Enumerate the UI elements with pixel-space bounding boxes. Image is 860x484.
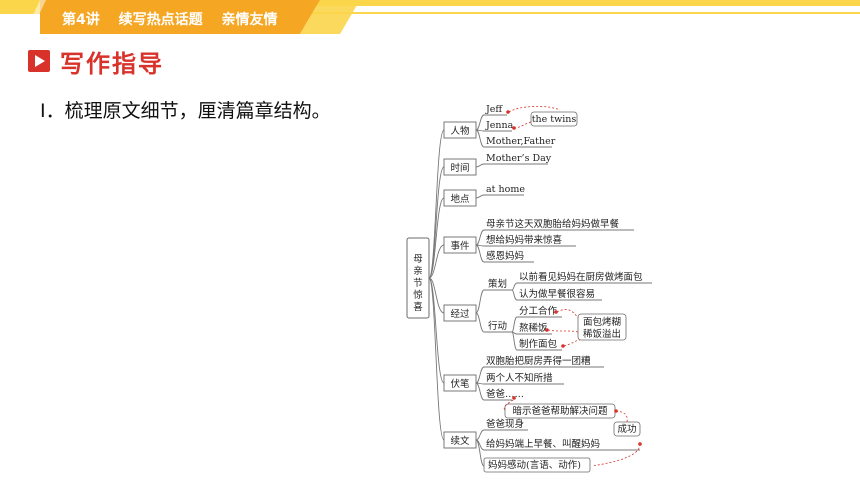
event-item: 想给妈妈带来惊喜 [486,234,563,246]
category-people: 人物 [443,121,477,139]
category-continuation: 续文 [443,431,477,449]
root-label-2: 亲 [413,265,423,277]
instruction-text: Ⅰ．梳理原文细节，厘清篇章结构。 [40,100,331,122]
continuation-label: 续文 [450,435,470,447]
root-node: 母 亲 节 惊 喜 [406,237,430,319]
continuation-item: 妈妈感动(言语、动作) [488,459,581,471]
root-label-5: 喜 [413,301,423,313]
play-icon [28,50,50,72]
branch-lines [475,114,652,467]
foreshadow-item: 爸爸…… [486,388,524,400]
process-label: 经过 [450,308,470,320]
action-item: 制作面包 [519,338,558,350]
people-label: 人物 [450,125,470,137]
foreshadow-item: 双胞胎把厨房弄得一团糟 [486,355,591,367]
header-bar: 第4讲 续写热点话题 亲情友情 [0,0,860,36]
action-note-line1: 面包烤糊 [583,316,621,328]
action-note: 面包烤糊 稀饭溢出 [545,309,627,348]
plan-item: 以前看见妈妈在厨房做烤面包 [519,271,643,283]
people-items: Jeff Jenna Mother,Father [485,104,556,147]
header-topic: 续写热点话题 [118,12,203,28]
category-place: 地点 [443,189,477,207]
category-process: 经过 [443,304,477,322]
plan-label: 策划 [488,278,507,290]
root-connectors [428,129,445,441]
people-note-text: the twins [532,114,577,125]
action-note-line2: 稀饭溢出 [583,328,621,340]
category-time: 时间 [443,158,477,176]
event-items: 母亲节这天双胞胎给妈妈做早餐 想给妈妈带来惊喜 感恩妈妈 [486,218,620,262]
foreshadow-note-text: 暗示爸爸帮助解决问题 [512,405,608,417]
people-item: Jeff [485,104,503,115]
header-bar-shape [0,0,860,34]
root-label-3: 节 [413,278,423,289]
people-item: Mother,Father [486,136,556,147]
action-item: 熬稀饭 [519,322,548,334]
category-event: 事件 [443,236,477,254]
time-label: 时间 [450,162,469,174]
root-label-4: 惊 [413,289,423,301]
category-foreshadow: 伏笔 [443,374,477,392]
people-note: the twins [506,106,578,130]
section-title: 写作指导 [60,49,164,78]
place-label: 地点 [450,193,470,205]
continuation-item: 给妈妈端上早餐、叫醒妈妈 [486,438,600,450]
root-label-1: 母 [413,254,423,265]
event-label: 事件 [450,240,470,252]
process-items: 策划 行动 以前看见妈妈在厨房做烤面包 认为做早餐很容易 分工合作 熬稀饭 制作… [488,271,643,350]
people-item: Jenna [485,120,514,131]
foreshadow-item: 两个人不知所措 [486,372,553,384]
time-item: Mother’s Day [486,153,552,164]
action-item: 分工合作 [519,305,558,317]
continuation-note: 成功 [591,409,642,467]
plan-item: 认为做早餐很容易 [519,288,595,300]
header-theme: 亲情友情 [221,12,278,28]
continuation-item: 爸爸现身 [486,418,524,430]
continuation-note-text: 成功 [617,423,636,435]
event-item: 母亲节这天双胞胎给妈妈做早餐 [486,218,620,230]
header-lecture: 第4讲 [62,12,100,28]
foreshadow-items: 双胞胎把厨房弄得一团糟 两个人不知所措 爸爸…… [486,355,591,400]
foreshadow-label: 伏笔 [450,378,469,390]
event-item: 感恩妈妈 [486,250,524,262]
foreshadow-note: 暗示爸爸帮助解决问题 [503,396,616,419]
continuation-items: 爸爸现身 给妈妈端上早餐、叫醒妈妈 妈妈感动(言语、动作) [483,418,600,473]
place-item: at home [486,184,525,195]
section-heading: 写作指导 [28,44,164,78]
action-label: 行动 [488,320,507,332]
